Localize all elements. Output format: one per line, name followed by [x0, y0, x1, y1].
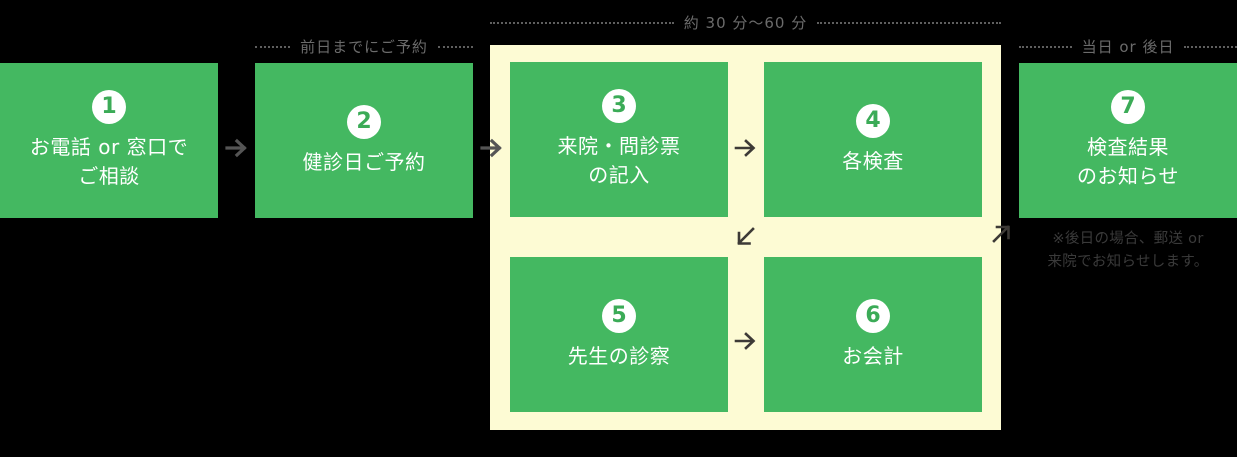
step-number-badge-5: 5 [602, 298, 636, 333]
step-box-6: 6 お会計 [764, 257, 982, 412]
arrow-right-icon [728, 318, 764, 364]
arrow-right-icon [728, 125, 764, 171]
bracket-label-step7: 当日 or 後日 [1019, 36, 1237, 57]
footnote-text: ※後日の場合、郵送 or 来院でお知らせします。 [1047, 231, 1209, 271]
dotted-line-right [437, 45, 474, 48]
step-label-5: 先生の診察 [567, 343, 671, 368]
step-box-3: 3 来院・問診票 の記入 [510, 62, 728, 217]
step-label-7: 検査結果 のお知らせ [1076, 135, 1180, 188]
step-label-4: 各検査 [842, 148, 904, 173]
step-number-badge-4: 4 [856, 103, 890, 138]
bracket-label-center-duration: 約 30 分〜60 分 [490, 12, 1002, 33]
arrow-right-icon [473, 125, 510, 171]
step-label-2: 健診日ご予約 [302, 149, 426, 174]
step-number-badge-1: 1 [92, 90, 126, 124]
dotted-line-left [255, 45, 291, 48]
step-box-1: 1 お電話 or 窓口で ご相談 [0, 63, 218, 218]
bracket-label-step2: 前日までにご予約 [255, 36, 474, 57]
bracket-label-text: 前日までにご予約 [300, 38, 428, 56]
dotted-line-left [1019, 45, 1072, 48]
step-box-5: 5 先生の診察 [510, 257, 728, 412]
step-number-badge-2: 2 [347, 104, 381, 139]
dotted-line-right [817, 21, 1002, 24]
step-label-1: お電話 or 窓口で ご相談 [29, 135, 189, 188]
dotted-line-left [490, 21, 674, 24]
arrow-down-left-icon [728, 217, 764, 257]
step-number-badge-7: 7 [1111, 90, 1145, 124]
step-box-7: 7 検査結果 のお知らせ [1019, 63, 1237, 218]
step-number-badge-6: 6 [856, 298, 890, 333]
bracket-label-text: 当日 or 後日 [1081, 38, 1175, 56]
step-label-6: お会計 [842, 343, 904, 368]
step-box-4: 4 各検査 [764, 62, 982, 217]
step-label-3: 来院・問診票 の記入 [557, 134, 681, 187]
step-number-badge-3: 3 [602, 89, 636, 123]
arrow-up-right-icon [982, 212, 1019, 256]
dotted-line-right [1184, 45, 1237, 48]
bracket-label-text: 約 30 分〜60 分 [683, 14, 808, 32]
step-box-2: 2 健診日ご予約 [255, 63, 473, 218]
arrow-right-icon [218, 125, 255, 171]
